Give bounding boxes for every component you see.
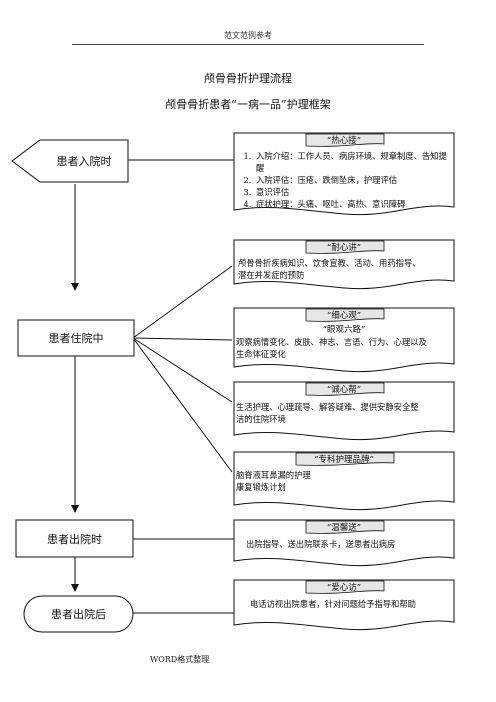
line-stay-to-box2 bbox=[132, 265, 233, 339]
box-warm-sendoff-shape bbox=[233, 519, 455, 567]
box-careful-observation: “细心观” “眼观六路” 观察病情变化、皮肤、神志、言语、行为、心理以及 生命体… bbox=[234, 308, 454, 368]
stage-inpatient-label: 患者住院中 bbox=[48, 332, 104, 345]
page-header: 范文范例参考 bbox=[224, 31, 272, 40]
list-item: 入院介绍：工作人员、病房环境、规章制度、告知提醒 bbox=[254, 150, 450, 174]
box-caring-visit-text: 电话访视出院患者，针对问题给予指导和帮助 bbox=[250, 598, 454, 610]
box-warm-sendoff-title: “温馨送” bbox=[326, 523, 362, 533]
box-patient-explanation: “耐心讲” 颅骨骨折疾病知识、饮食宣教、活动、用药指导、 潜在并发症的预防 bbox=[234, 240, 454, 285]
box-warm-reception-title: “热心接” bbox=[326, 136, 362, 146]
box-warm-reception: “热心接” 入院介绍：工作人员、病房环境、规章制度、告知提醒 入院评估：压疮、跌… bbox=[234, 133, 454, 213]
box-specialty-brand-shape bbox=[233, 451, 455, 511]
page-footer: WORD格式整理 bbox=[150, 655, 210, 664]
box-specialty-brand: “专科护理品牌” 脑脊液耳鼻漏的护理 康复锻炼计划 bbox=[234, 452, 454, 504]
stage-inpatient: 患者住院中 bbox=[18, 320, 134, 356]
box4-title-tab bbox=[305, 382, 385, 396]
stage-discharge-label: 患者出院时 bbox=[47, 532, 102, 546]
box-patient-explanation-title: “耐心讲” bbox=[326, 243, 362, 253]
box-warm-sendoff: “温馨送” 出院指导、送出院联系卡，送患者出病房 bbox=[234, 520, 454, 560]
box3-title-tab bbox=[305, 308, 385, 322]
line-stay-to-box4 bbox=[132, 337, 233, 403]
stage-after-shape bbox=[23, 595, 134, 633]
stage-after-discharge: 患者出院后 bbox=[24, 596, 133, 632]
box7-title-tab bbox=[305, 580, 385, 594]
text-line: 生命体征变化 bbox=[236, 349, 286, 359]
box-patient-explanation-text: 颅骨骨折疾病知识、饮食宣教、活动、用药指导、 潜在并发症的预防 bbox=[238, 257, 452, 281]
box-sincere-help: “诚心帮” 生活护理、心理疏导、解答疑难、提供安静安全整 洁的住院环境 bbox=[234, 382, 454, 434]
text-line: 电话访视出院患者，针对问题给予指导和帮助 bbox=[250, 599, 416, 609]
header-rule bbox=[72, 44, 424, 45]
box-sincere-help-shape bbox=[233, 381, 455, 441]
box-careful-observation-subtitle: “眼观六路” bbox=[322, 325, 366, 335]
list-item: 症状护理：头痛、呕吐、高热、意识障碍 bbox=[254, 198, 450, 210]
stage-discharge: 患者出院时 bbox=[16, 520, 133, 557]
stage-discharge-shape bbox=[15, 519, 134, 558]
box-patient-explanation-shape bbox=[233, 239, 455, 290]
text-line: 潜在并发症的预防 bbox=[238, 270, 305, 280]
main-title: 颅骨骨折护理流程 bbox=[204, 72, 292, 85]
line-stay-to-box3 bbox=[132, 337, 233, 341]
box5-title-tab bbox=[295, 452, 395, 466]
box1-title-tab bbox=[305, 133, 385, 147]
box-sincere-help-text: 生活护理、心理疏导、解答疑难、提供安静安全整 洁的住院环境 bbox=[236, 401, 452, 425]
box6-title-tab bbox=[305, 520, 385, 534]
text-line: 观察病情变化、皮肤、神志、言语、行为、心理以及 bbox=[236, 337, 427, 347]
box-caring-visit-title: “爱心访” bbox=[326, 583, 362, 593]
box-warm-reception-list: 入院介绍：工作人员、病房环境、规章制度、告知提醒 入院评估：压疮、跌倒坠床，护理… bbox=[234, 150, 450, 210]
list-item: 入院评估：压疮、跌倒坠床，护理评估 bbox=[254, 174, 450, 186]
box-sincere-help-title: “诚心帮” bbox=[326, 385, 362, 395]
box-caring-visit-shape bbox=[233, 579, 455, 631]
box-specialty-brand-text: 脑脊液耳鼻漏的护理 康复锻炼计划 bbox=[236, 469, 452, 493]
text-line: 颅骨骨折疾病知识、饮食宣教、活动、用药指导、 bbox=[238, 258, 421, 268]
box-careful-observation-text: 观察病情变化、皮肤、神志、言语、行为、心理以及 生命体征变化 bbox=[236, 336, 452, 360]
stage-admission: 患者入院时 bbox=[40, 140, 128, 182]
stage-admission-shape bbox=[11, 139, 129, 183]
line-stay-to-box5 bbox=[132, 337, 233, 473]
stage-after-discharge-label: 患者出院后 bbox=[51, 608, 106, 621]
list-item: 意识评估 bbox=[254, 186, 450, 198]
box2-title-tab bbox=[305, 240, 385, 254]
text-line: 出院指导、送出院联系卡，送患者出病房 bbox=[246, 539, 396, 549]
box-warm-sendoff-text: 出院指导、送出院联系卡，送患者出病房 bbox=[246, 538, 452, 550]
stage-admission-label: 患者入院时 bbox=[56, 155, 112, 168]
text-line: 康复锻炼计划 bbox=[236, 482, 286, 492]
box-specialty-brand-title: “专科护理品牌” bbox=[314, 455, 374, 465]
text-line: 生活护理、心理疏导、解答疑难、提供安静安全整 bbox=[236, 402, 419, 412]
box-caring-visit: “爱心访” 电话访视出院患者，针对问题给予指导和帮助 bbox=[234, 580, 454, 624]
box-careful-observation-shape bbox=[233, 307, 455, 373]
box-warm-reception-shape bbox=[233, 132, 455, 216]
box-careful-observation-title: “细心观” bbox=[326, 311, 362, 321]
sub-title: 颅骨骨折患者“一病一品”护理框架 bbox=[165, 98, 331, 111]
text-line: 洁的住院环境 bbox=[236, 414, 286, 424]
stage-inpatient-shape bbox=[17, 319, 135, 357]
text-line: 脑脊液耳鼻漏的护理 bbox=[236, 470, 311, 480]
